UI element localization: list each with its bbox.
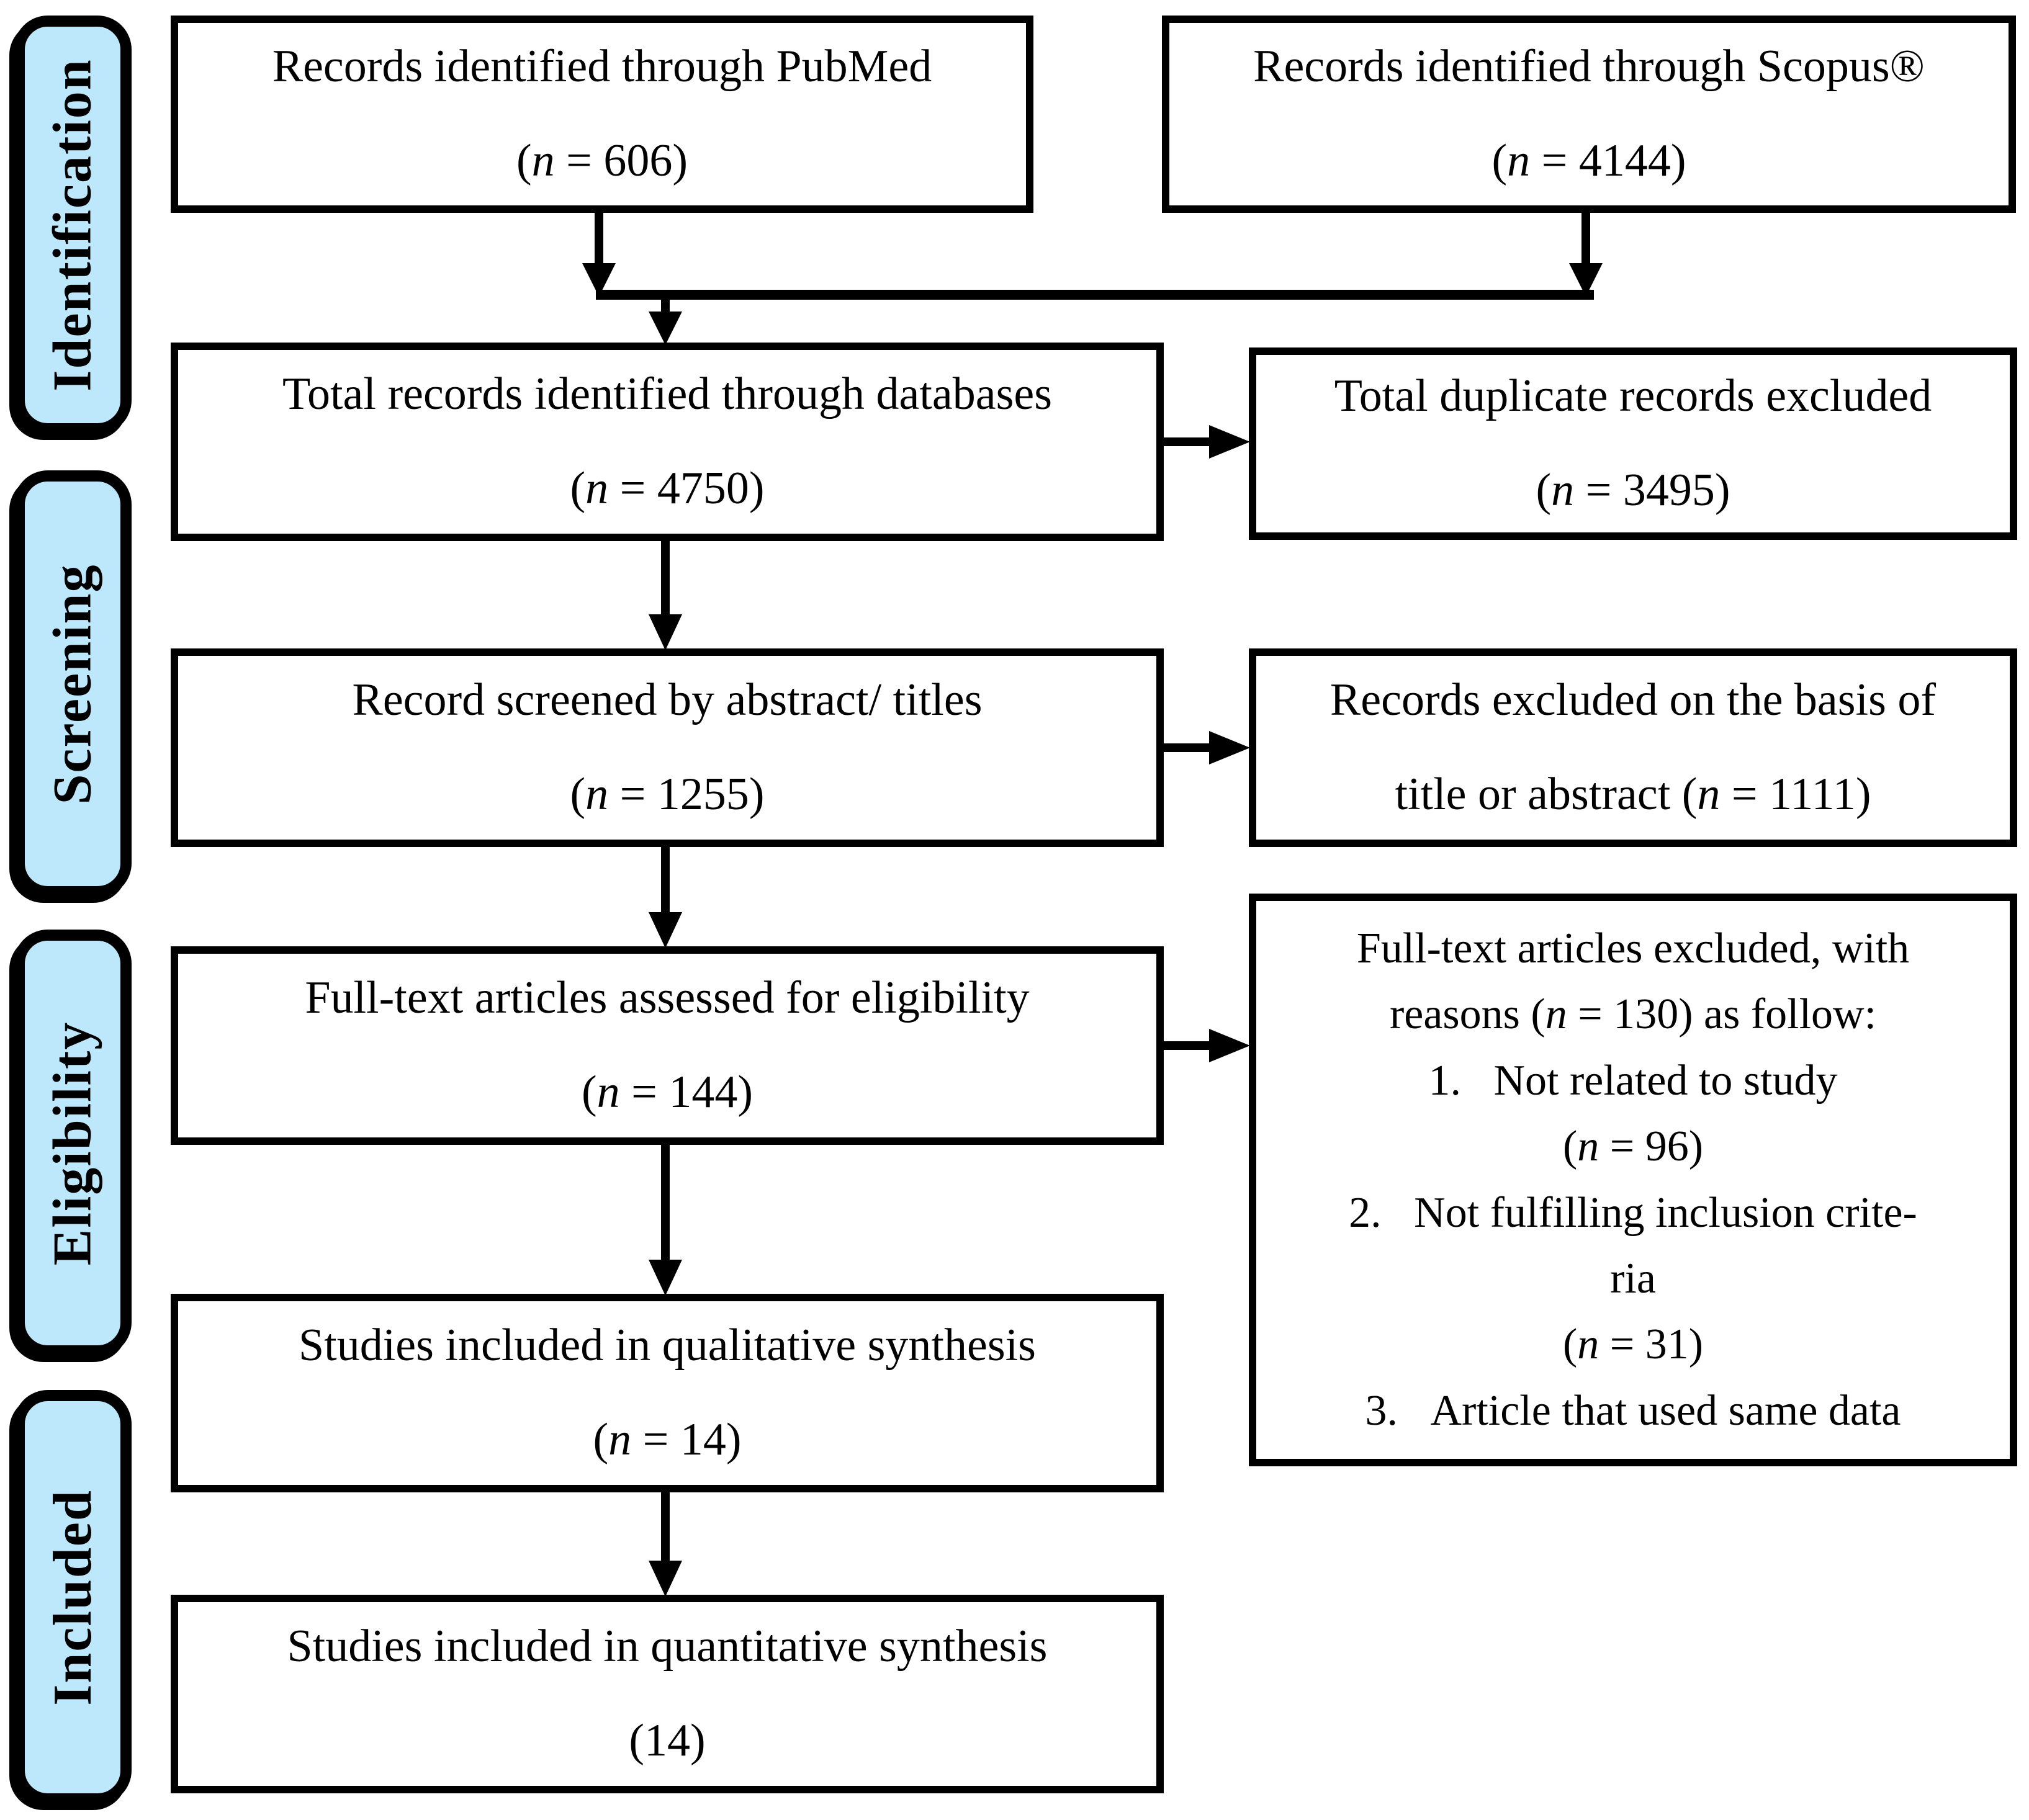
flow-box-qualitative: Studies included in qualitative synthesi… [171,1294,1164,1492]
stage-label: Screening [42,563,103,804]
arrow-merge-to-total [649,297,682,345]
stage-screening: Screening [14,470,132,897]
flow-box-scopus: Records identified through Scopus® (n = … [1162,16,2016,213]
box-count: (n = 606) [516,135,688,186]
box-text: Record screened by abstract/ titles [352,675,983,726]
box-list-item: 2. Not fulfilling inclusion crite- [1349,1188,1917,1237]
flow-box-duplicates-excluded: Total duplicate records excluded (n = 34… [1249,347,2017,540]
box-text: reasons (n = 130) as follow: [1389,990,1877,1039]
arrow-screened-to-fulltext [649,846,682,948]
flow-box-screened: Record screened by abstract/ titles (n =… [171,648,1164,847]
arrow-total-to-screened [649,540,682,650]
arrow-scopus-to-merge [1569,213,1603,297]
flow-box-total-identified: Total records identified through databas… [171,343,1164,541]
flow-box-quantitative: Studies included in quantitative synthes… [171,1595,1164,1793]
box-text: Total records identified through databas… [282,369,1053,420]
box-text: Records identified through Scopus® [1253,41,1925,92]
box-text: Records identified through PubMed [272,41,932,92]
box-text: Records excluded on the basis of [1329,675,1937,726]
box-text: ria [1610,1254,1656,1302]
arrow-screened-to-excluded [1163,731,1250,764]
box-count: (n = 4750) [570,463,765,514]
box-text: Studies included in quantitative synthes… [287,1621,1048,1672]
stage-label: Included [42,1489,103,1706]
box-count: (n = 144) [581,1067,754,1118]
flow-box-excluded-title-abstract: Records excluded on the basis of title o… [1249,648,2017,847]
arrow-fulltext-to-qualitative [649,1144,682,1296]
box-text: Full-text articles excluded, with [1356,924,1910,972]
box-count: (n = 4144) [1491,135,1686,186]
box-count: (n = 31) [1562,1320,1704,1369]
flow-box-fulltext-assessed: Full-text articles assessed for eligibil… [171,946,1164,1145]
arrow-pubmed-to-merge [582,213,616,297]
box-list-item: 3. Article that used same data [1365,1386,1901,1435]
box-count: (n = 1255) [570,769,765,820]
stage-included: Included [14,1390,132,1804]
box-count: (14) [629,1715,706,1766]
stage-label: Eligibility [42,1021,103,1265]
stage-eligibility: Eligibility [14,930,132,1356]
box-text: Studies included in qualitative synthesi… [299,1320,1036,1371]
stage-label: Identification [42,58,103,392]
box-text: title or abstract (n = 1111) [1395,769,1871,820]
arrow-total-to-duplicates [1163,425,1250,459]
flow-box-fulltext-excluded: Full-text articles excluded, with reason… [1249,894,2017,1466]
box-list-item: 1. Not related to study [1428,1056,1838,1105]
flow-box-pubmed: Records identified through PubMed (n = 6… [171,16,1033,213]
box-count: (n = 3495) [1536,465,1730,516]
arrow-fulltext-to-excluded [1163,1029,1250,1062]
box-count: (n = 96) [1562,1123,1704,1171]
box-text: Total duplicate records excluded [1334,370,1932,422]
arrow-qualitative-to-quantitative [649,1491,682,1597]
box-count: (n = 14) [593,1414,742,1465]
box-text: Full-text articles assessed for eligibil… [305,972,1030,1024]
stage-identification: Identification [14,16,132,434]
